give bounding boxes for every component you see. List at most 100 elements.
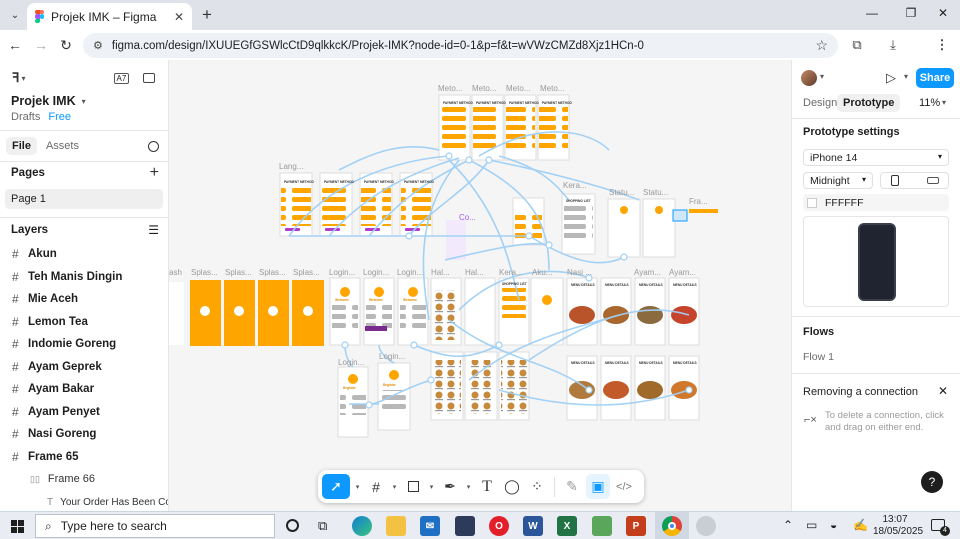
pen-tool-icon[interactable]: ✒ <box>444 478 456 494</box>
back-icon[interactable]: ← <box>8 37 22 53</box>
svg-text:Login...: Login... <box>363 268 389 277</box>
network-icon[interactable]: ◒ <box>830 518 838 532</box>
tab-prototype[interactable]: Prototype <box>837 94 901 112</box>
search-icon[interactable] <box>148 140 159 152</box>
powerpoint-icon[interactable]: P <box>626 516 646 536</box>
layer-item[interactable]: #Akun <box>12 247 57 261</box>
add-page-icon[interactable]: + <box>149 164 159 181</box>
taskbar-clock[interactable]: 13:07 18/05/2025 <box>873 514 924 537</box>
user-avatar[interactable] <box>801 70 817 86</box>
zoom-chevron-icon[interactable]: ▾ <box>942 98 947 107</box>
layer-item[interactable]: #Ayam Geprek <box>12 360 102 374</box>
design-mode-icon[interactable]: ▣ <box>586 474 610 499</box>
browser-tab[interactable]: Projek IMK – Figma ✕ <box>27 3 192 30</box>
site-info-icon[interactable]: ⚙ <box>93 40 103 52</box>
photos-app-icon[interactable] <box>455 516 475 536</box>
share-button[interactable]: Share <box>916 68 954 88</box>
layer-item-child[interactable]: ▯▯ Frame 66 <box>30 473 95 485</box>
plan-badge[interactable]: Free <box>48 110 71 123</box>
omnibox[interactable]: ⚙ figma.com/design/IXUUEGfGSWlcCtD9qlkkc… <box>83 33 838 58</box>
tray-app-icon[interactable]: ▭ <box>806 518 818 532</box>
mail-icon[interactable]: ✉ <box>420 516 440 536</box>
app-icon[interactable] <box>592 516 612 536</box>
tab-search-chevron-icon[interactable]: ⌄ <box>10 9 20 21</box>
bookmark-star-icon[interactable]: ☆ <box>815 37 828 53</box>
file-name[interactable]: Projek IMK <box>11 94 76 108</box>
layer-item[interactable]: #Nasi Goreng <box>12 427 97 441</box>
tray-chevron-icon[interactable]: ⌃ <box>783 518 794 532</box>
text-tool-icon[interactable]: T <box>482 477 492 495</box>
close-hint-icon[interactable]: ✕ <box>938 384 949 398</box>
move-tool-icon[interactable]: ➚ <box>322 474 350 499</box>
tab-assets[interactable]: Assets <box>45 140 79 152</box>
frame-tool-icon[interactable]: # <box>372 478 380 495</box>
word-icon[interactable]: W <box>523 516 543 536</box>
reload-icon[interactable]: ↻ <box>60 37 72 53</box>
model-select[interactable]: Midnight▾ <box>803 172 873 189</box>
landscape-icon[interactable] <box>927 177 939 184</box>
layer-item[interactable]: #Mie Aceh <box>12 292 79 306</box>
frame-chevron-icon[interactable]: ▾ <box>392 483 397 491</box>
file-name-chevron-icon[interactable]: ▾ <box>81 96 86 106</box>
drafts-label[interactable]: Drafts <box>11 110 41 123</box>
draw-mode-icon[interactable]: ✎ <box>566 478 578 494</box>
shape-chevron-icon[interactable]: ▾ <box>429 483 434 491</box>
background-color-field[interactable]: FFFFFF <box>803 194 949 211</box>
layer-item[interactable]: #Teh Manis Dingin <box>12 270 123 284</box>
ui3-toggle-icon[interactable]: A7 <box>113 72 130 84</box>
url-text[interactable]: figma.com/design/IXUUEGfGSWlcCtD9qlkkcK/… <box>111 39 644 52</box>
move-chevron-icon[interactable]: ▾ <box>355 483 360 491</box>
layer-item-child[interactable]: T Your Order Has Been Complete <box>47 496 168 508</box>
figma-menu-icon[interactable]: ꟻ <box>12 70 20 85</box>
layer-item[interactable]: #Ayam Bakar <box>12 382 95 396</box>
task-view-icon[interactable]: ⧉ <box>318 518 328 533</box>
opera-icon[interactable]: O <box>489 516 509 536</box>
download-icon[interactable]: ⤓ <box>890 37 896 52</box>
help-button[interactable]: ? <box>921 471 943 493</box>
taskbar-search[interactable]: ⌕ Type here to search <box>35 514 275 538</box>
device-select[interactable]: iPhone 14▾ <box>803 149 949 166</box>
restore-icon[interactable]: ❐ <box>905 6 917 20</box>
zoom-level[interactable]: 11% <box>919 97 941 109</box>
edge-icon[interactable] <box>352 516 372 536</box>
layer-item[interactable]: #Ayam Penyet <box>12 405 100 419</box>
comment-tool-icon[interactable]: ◯ <box>504 478 520 494</box>
page-1-item[interactable]: Page 1 <box>11 193 46 205</box>
design-canvas[interactable]: Meto... Meto... Meto... Meto... Lang... … <box>169 60 791 511</box>
extensions-icon[interactable]: ⧉ <box>852 37 862 52</box>
shape-tool-icon[interactable] <box>402 474 424 499</box>
dev-mode-icon[interactable]: </> <box>616 480 632 493</box>
app-icon[interactable] <box>696 516 716 536</box>
pen-chevron-icon[interactable]: ▾ <box>466 483 471 491</box>
layers-list-icon[interactable]: ☰ <box>148 223 159 237</box>
avatar-chevron-icon[interactable]: ▾ <box>820 72 825 81</box>
pen-ink-icon[interactable]: ✍ <box>853 518 868 532</box>
close-tab-icon[interactable]: ✕ <box>173 9 184 24</box>
minimize-icon[interactable]: — <box>866 6 878 20</box>
new-tab-icon[interactable]: + <box>202 5 212 24</box>
excel-icon[interactable]: X <box>557 516 577 536</box>
tab-design[interactable]: Design <box>803 97 838 109</box>
file-explorer-icon[interactable] <box>386 516 406 536</box>
browser-menu-icon[interactable]: ⋮ <box>935 37 949 52</box>
present-play-icon[interactable]: ▷ <box>886 70 896 85</box>
menu-chevron-icon[interactable]: ▾ <box>21 73 26 83</box>
flow-item[interactable]: Flow 1 <box>803 351 834 363</box>
cortana-icon[interactable] <box>286 519 299 532</box>
layer-item[interactable]: #Indomie Goreng <box>12 337 117 351</box>
sidebar-toggle-icon[interactable] <box>143 73 156 83</box>
layer-item[interactable]: #Frame 65 <box>12 450 79 464</box>
properties-panel: ▾ ▷ ▾ Share Design Prototype 11% ▾ Proto… <box>791 60 960 511</box>
actions-tool-icon[interactable]: ⁘ <box>531 478 543 494</box>
window-close-icon[interactable]: ✕ <box>937 6 949 20</box>
orientation-toggle[interactable] <box>880 172 949 189</box>
forward-icon[interactable]: → <box>34 37 48 53</box>
svg-text:Splas...: Splas... <box>191 268 218 277</box>
present-chevron-icon[interactable]: ▾ <box>904 72 909 81</box>
portrait-icon[interactable] <box>891 175 899 186</box>
windows-start-icon[interactable] <box>11 520 24 533</box>
chrome-icon[interactable] <box>662 516 682 536</box>
layer-item[interactable]: #Lemon Tea <box>12 315 88 329</box>
notification-icon[interactable] <box>931 519 945 531</box>
tab-file[interactable]: File <box>6 137 37 155</box>
